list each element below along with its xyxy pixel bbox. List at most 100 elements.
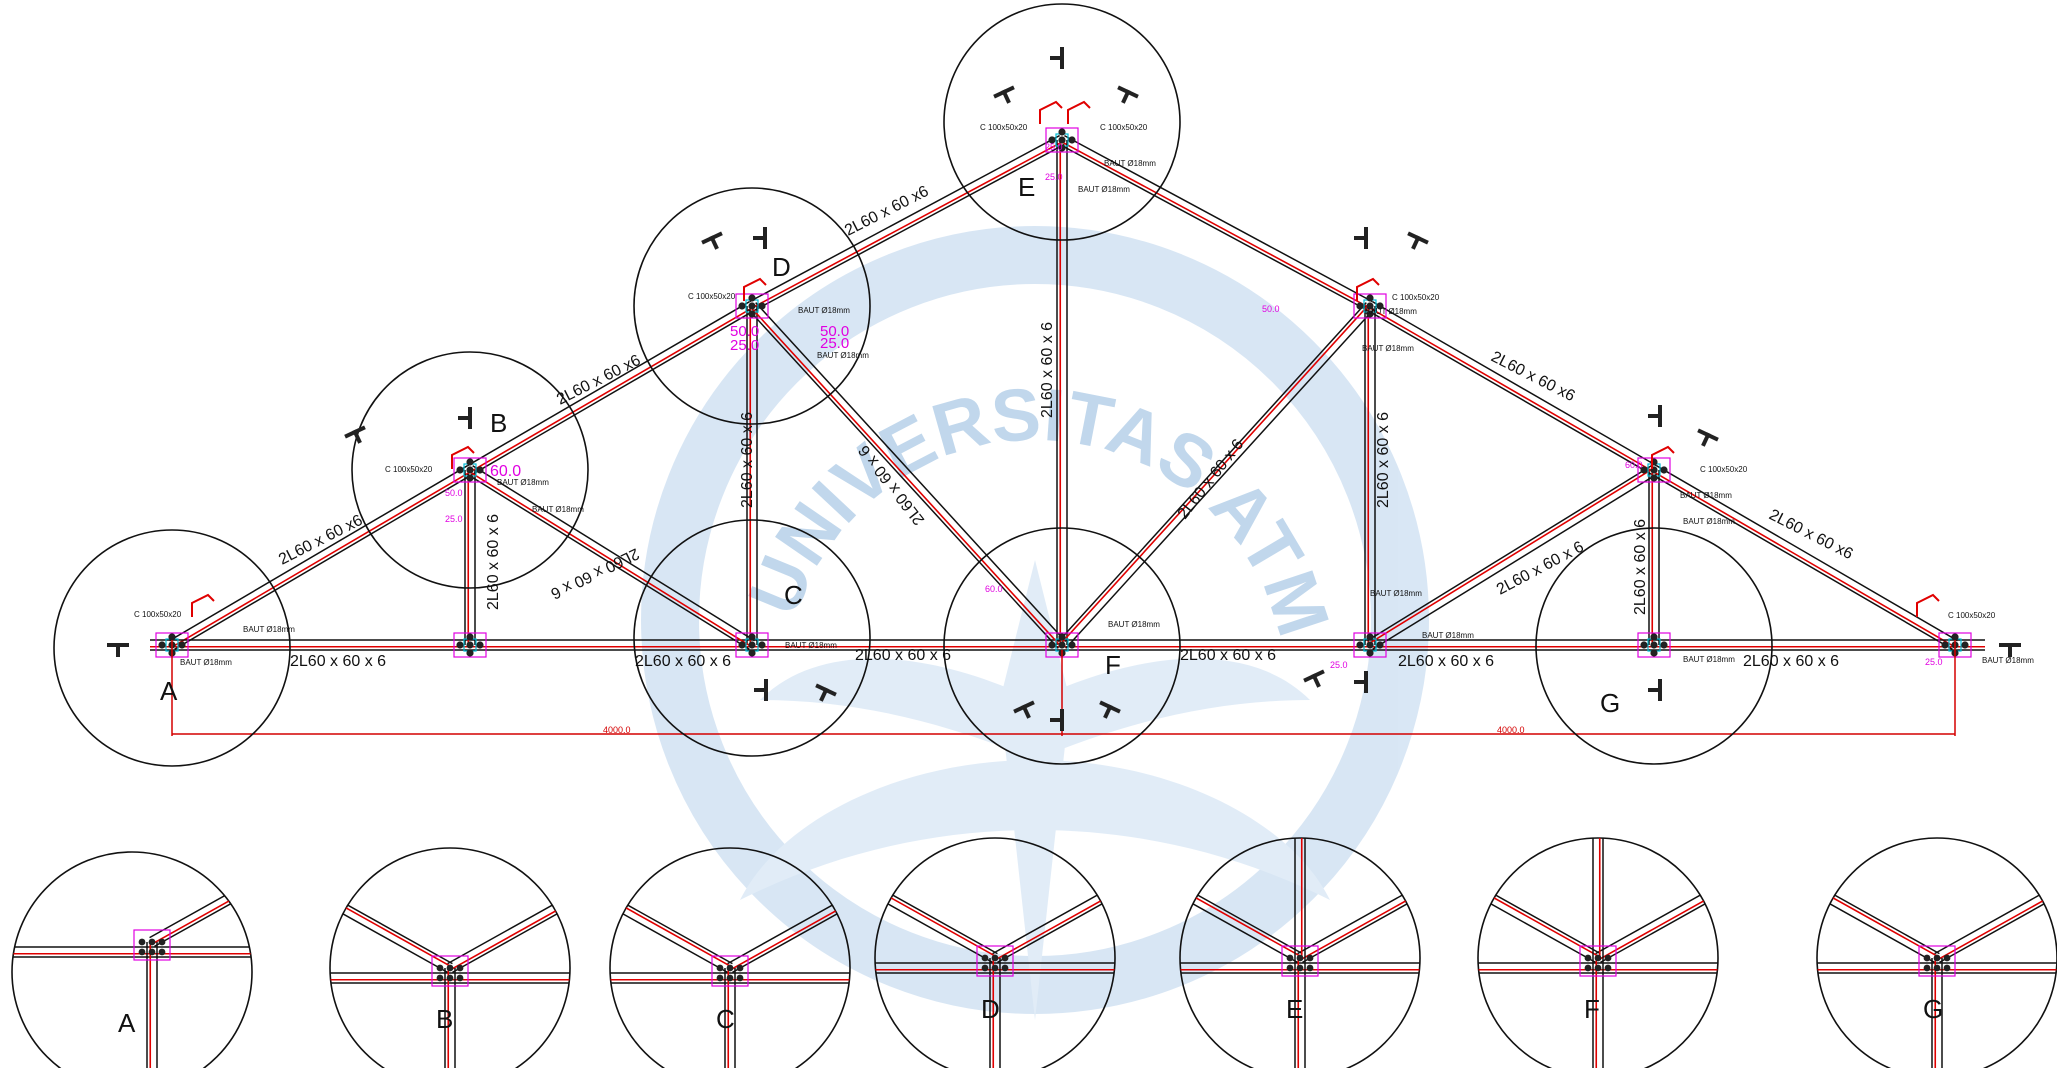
label-bottom-chord-4: 2L60 x 60 x 6 bbox=[1180, 647, 1276, 664]
detail-member bbox=[447, 867, 570, 974]
tee-web bbox=[1050, 56, 1064, 60]
joint-connection bbox=[735, 293, 769, 319]
detail-label: A bbox=[118, 1008, 136, 1038]
bolt bbox=[148, 938, 156, 946]
bolt bbox=[1650, 633, 1658, 641]
gusset-plate bbox=[711, 955, 749, 987]
detail-member bbox=[1180, 857, 1303, 964]
purlin-label: C 100x50x20 bbox=[1700, 465, 1748, 474]
purlin-label: C 100x50x20 bbox=[1100, 123, 1148, 132]
gusset-plate bbox=[1637, 457, 1671, 483]
member-edge bbox=[1057, 302, 1367, 643]
detail-members bbox=[1478, 838, 1718, 1068]
plate-dim: 60.0 bbox=[985, 584, 1003, 594]
label-bottom-chord-3: 2L60 x 60 x 6 bbox=[855, 647, 951, 664]
detail-circle-f bbox=[943, 527, 1181, 765]
section-symbol bbox=[1050, 709, 1064, 731]
detail-member bbox=[1294, 958, 1306, 1068]
bolt-label: BAUT Ø18mm bbox=[1370, 589, 1422, 598]
member-centerline bbox=[1817, 860, 1939, 958]
top-chord-right-1 bbox=[1651, 465, 1958, 650]
detail-circle bbox=[11, 851, 253, 1068]
section-symbol bbox=[1697, 428, 1719, 447]
bolt bbox=[1366, 633, 1374, 641]
bolt-label: BAUT Ø18mm bbox=[785, 641, 837, 650]
member-edge bbox=[992, 857, 1115, 955]
tee-web bbox=[1648, 688, 1662, 692]
joint-label-f: F bbox=[1105, 650, 1121, 680]
dimension-left: 4000.0 bbox=[603, 725, 631, 735]
bolt bbox=[456, 466, 464, 474]
member-edge bbox=[1656, 465, 1958, 642]
joint-connection bbox=[1353, 293, 1387, 319]
detail-member bbox=[724, 968, 736, 1068]
detail-members bbox=[875, 857, 1115, 1068]
joint-connection bbox=[1637, 632, 1671, 658]
bolt bbox=[466, 474, 474, 482]
bolt bbox=[1933, 954, 1941, 962]
member-edge bbox=[149, 852, 252, 939]
section-symbol bbox=[1013, 700, 1035, 719]
label-vertical-r1: 2L60 x 60 x 6 bbox=[1632, 519, 1649, 615]
member-edge bbox=[875, 857, 998, 955]
joint-label-d: D bbox=[772, 252, 791, 282]
tee-web bbox=[1001, 89, 1011, 104]
bolt bbox=[748, 294, 756, 302]
detail-circle bbox=[329, 847, 571, 1068]
member-centerline bbox=[750, 306, 1062, 647]
member-centerline bbox=[1368, 306, 1654, 473]
top-chord-left-3 bbox=[749, 134, 1065, 312]
section-symbol bbox=[344, 425, 366, 444]
bolt bbox=[981, 954, 989, 962]
bolt-label: BAUT Ø18mm bbox=[817, 351, 869, 360]
bolt-label: BAUT Ø18mm bbox=[243, 625, 295, 634]
bolt bbox=[446, 964, 454, 972]
purlin-bracket bbox=[743, 277, 767, 301]
purlin-bracket bbox=[1067, 100, 1091, 124]
joint-connection bbox=[1938, 632, 1972, 658]
purlin-bracket bbox=[1916, 593, 1940, 617]
gusset-plate bbox=[1918, 945, 1956, 977]
bolt bbox=[1650, 641, 1658, 649]
member-edge bbox=[1297, 857, 1420, 955]
member-edge bbox=[755, 302, 1067, 643]
tee-web bbox=[819, 687, 829, 702]
vertical-c bbox=[746, 306, 758, 645]
bolt-label: BAUT Ø18mm bbox=[1108, 620, 1160, 629]
bolt bbox=[1923, 954, 1931, 962]
detail-member bbox=[727, 867, 850, 974]
gusset-plate bbox=[431, 955, 469, 987]
bolt-label: BAUT Ø18mm bbox=[1078, 185, 1130, 194]
purlin-label: C 100x50x20 bbox=[385, 465, 433, 474]
joint-connection bbox=[453, 632, 487, 658]
bolt bbox=[1660, 641, 1668, 649]
plate-dim: 50.0 bbox=[820, 323, 849, 340]
detail-circle bbox=[609, 847, 851, 1068]
detail-circle bbox=[874, 837, 1116, 1068]
member-edge bbox=[1180, 857, 1303, 955]
gusset-plate bbox=[976, 945, 1014, 977]
bolt-label: BAUT Ø18mm bbox=[1362, 344, 1414, 353]
truss-members bbox=[150, 134, 1985, 651]
section-symbol bbox=[1354, 671, 1368, 693]
gusset-plate bbox=[1281, 945, 1319, 977]
member-edge bbox=[467, 301, 750, 467]
detail-label: D bbox=[981, 994, 1000, 1024]
bolt bbox=[1933, 964, 1941, 972]
bolt-label: BAUT Ø18mm bbox=[1683, 655, 1735, 664]
bolt bbox=[748, 302, 756, 310]
detail-member bbox=[989, 958, 1001, 1068]
section-symbol bbox=[753, 227, 767, 249]
detail-circle-e bbox=[943, 3, 1181, 241]
detail-view-c: C bbox=[609, 847, 851, 1068]
member-edge bbox=[472, 309, 755, 475]
bolt bbox=[1604, 964, 1612, 972]
tee-web bbox=[352, 429, 362, 444]
bolt bbox=[748, 649, 756, 657]
bolt bbox=[1594, 964, 1602, 972]
member-centerline bbox=[330, 870, 452, 968]
bolt bbox=[1660, 466, 1668, 474]
member-centerline bbox=[1598, 863, 1718, 961]
